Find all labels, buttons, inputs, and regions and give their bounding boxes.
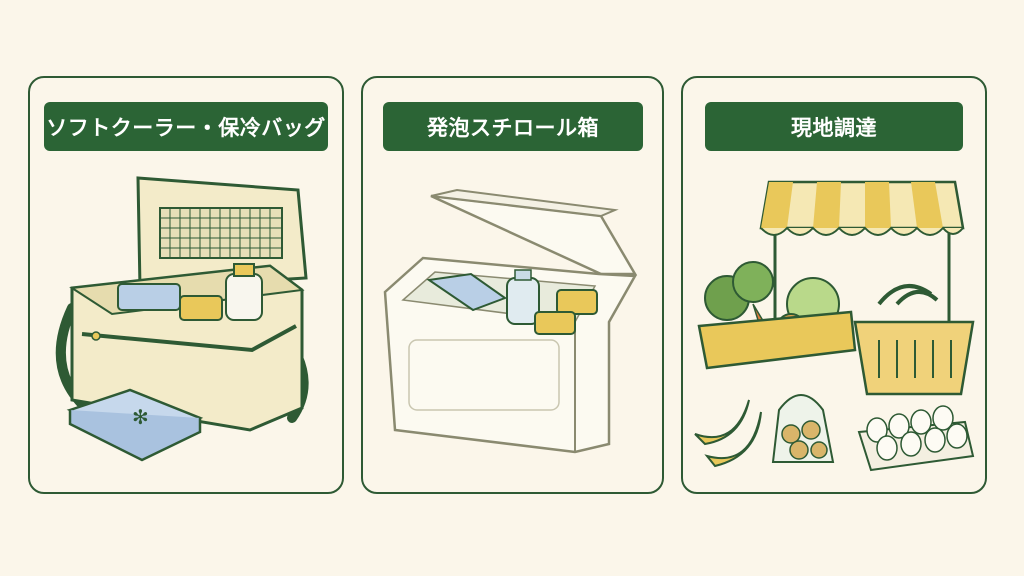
svg-text:✻: ✻ bbox=[132, 405, 149, 429]
styrofoam-box-illustration bbox=[383, 188, 638, 454]
card-title: ソフトクーラー・保冷バッグ bbox=[44, 102, 328, 151]
card-soft-cooler: ソフトクーラー・保冷バッグ ✻ bbox=[28, 76, 344, 494]
card-title: 現地調達 bbox=[705, 102, 963, 151]
card-title: 発泡スチロール箱 bbox=[383, 102, 643, 151]
card-local-procurement: 現地調達 bbox=[681, 76, 987, 494]
soft-cooler-illustration: ✻ bbox=[55, 176, 309, 462]
market-illustration bbox=[694, 180, 975, 472]
card-styrofoam-box: 発泡スチロール箱 bbox=[361, 76, 664, 494]
